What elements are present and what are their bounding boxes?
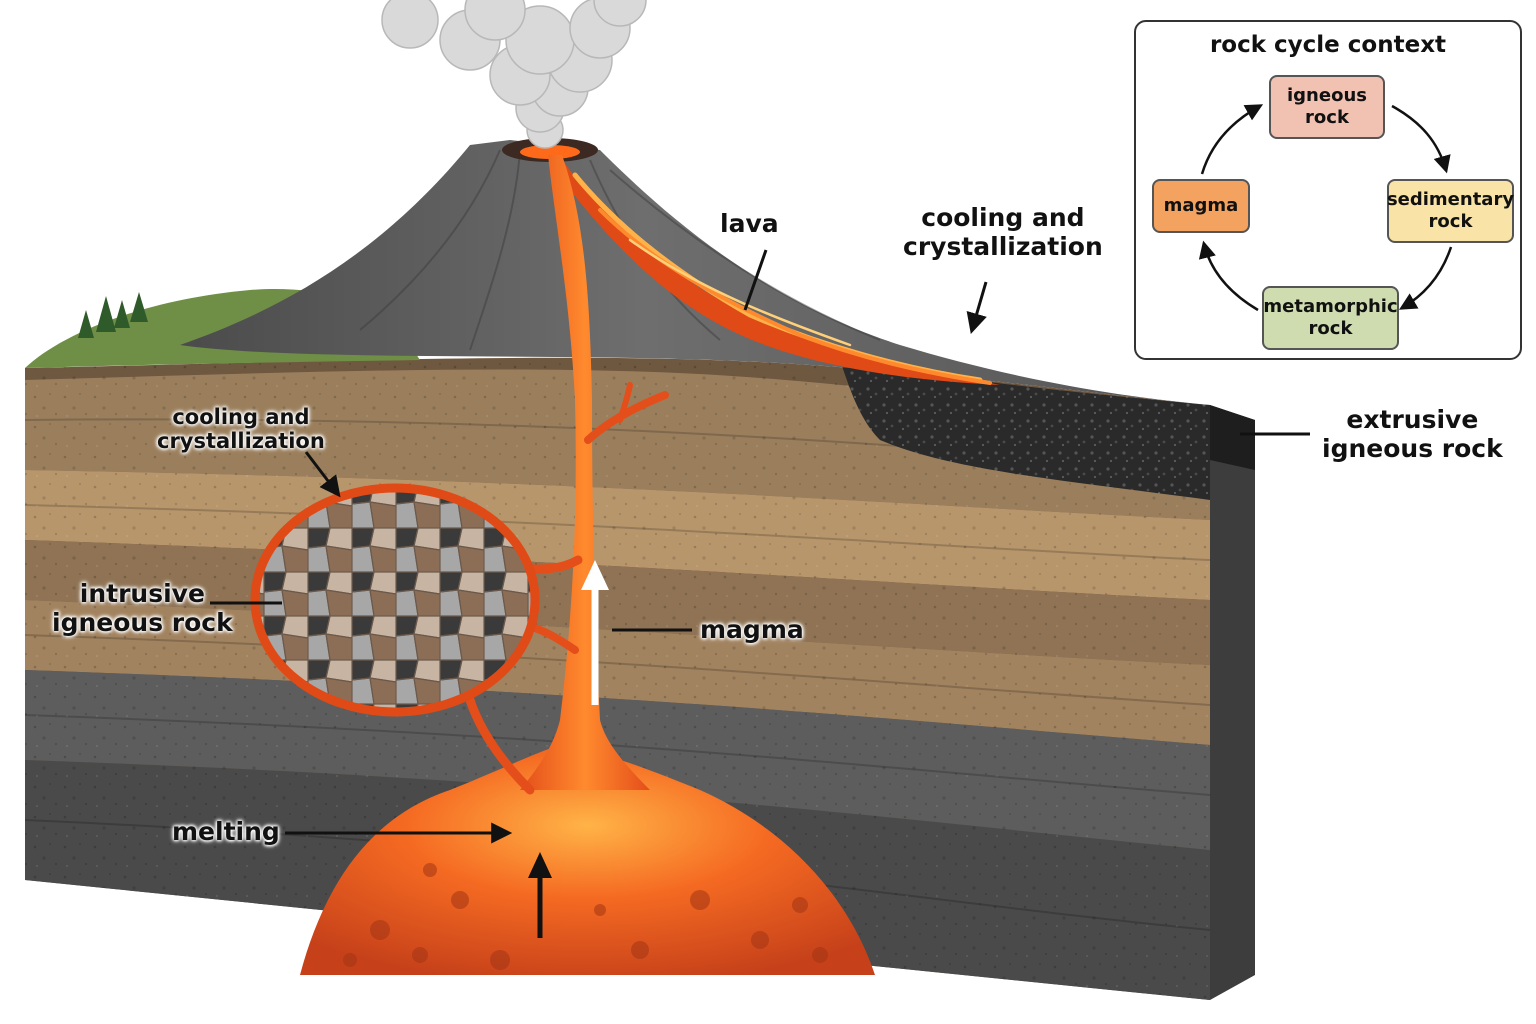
magma-rise-arrow [581,560,609,705]
lava-flow [562,160,1000,385]
arrow-magma-to-igneous [1200,104,1264,175]
heat-arrow [528,852,552,938]
magma-chamber [300,745,875,975]
arrow-igneous-to-sedimentary [1391,104,1451,174]
pluton [250,483,540,717]
smoke-plume [381,0,647,149]
block-side-face [1210,405,1255,1000]
cycle-arrows [1198,104,1453,312]
trees [78,292,148,338]
arrow-sedimentary-to-metamorphic [1398,246,1453,310]
sediment-layers [24,357,1211,1000]
pointer-arrows [285,281,988,844]
arrow-metamorphic-to-magma [1198,240,1259,312]
extrusive-rock-layer [840,360,1210,500]
magma-label: magma [700,615,804,644]
leader-lines [210,249,1310,632]
lava-label: lava [720,209,779,238]
volcano-cone [180,140,1210,405]
melting-label: melting [172,817,280,846]
magma-conduit [520,155,650,790]
cycle-title: rock cycle context [1209,32,1447,58]
node-magma: magma [1152,179,1250,233]
